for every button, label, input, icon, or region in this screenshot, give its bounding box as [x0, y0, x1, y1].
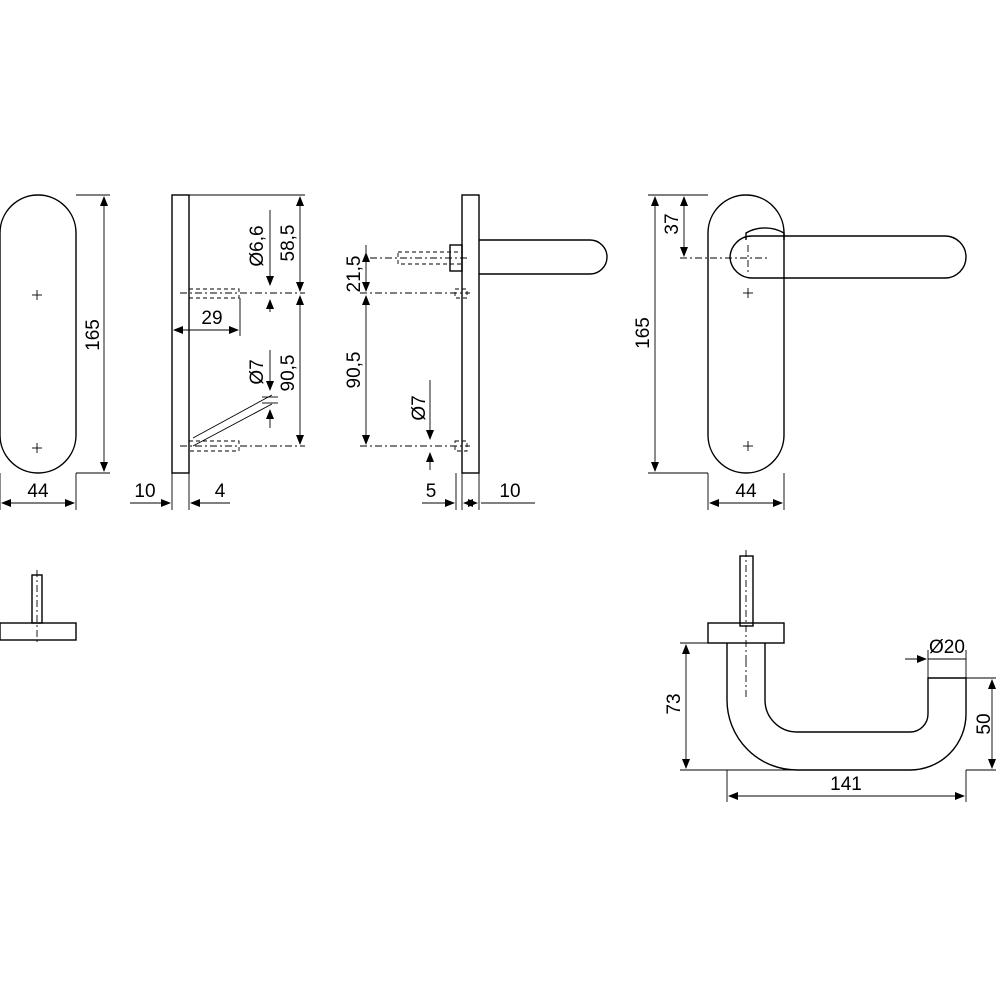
front-plate-outline [0, 194, 77, 474]
handle-spindle [739, 555, 754, 627]
lever-height-label: 165 [633, 317, 654, 349]
lever-stub [479, 239, 608, 275]
spindle-to-cylinder-label: 90,5 [278, 355, 299, 392]
handle-drop-label: 73 [664, 693, 685, 714]
front-height-label: 165 [83, 319, 104, 351]
front-lever-view: 37 165 44 [633, 194, 967, 510]
side-thickness-label: 10 [499, 481, 520, 502]
side-offset-label: 5 [426, 481, 437, 502]
side-plate-outline [171, 194, 190, 474]
handle-projection-label: 50 [974, 713, 995, 734]
upper-screw [188, 288, 240, 299]
handle-top-view: Ø20 73 50 141 [664, 550, 996, 802]
upper-diameter-label: Ø6,6 [247, 225, 268, 266]
lever-width-label: 44 [735, 481, 757, 502]
upper-screw-mark [32, 290, 42, 300]
lever-top-label: 37 [662, 213, 683, 234]
side-middle-label: 90,5 [344, 352, 365, 389]
lower-diameter-label: Ø7 [247, 359, 268, 384]
front-width-label: 44 [27, 481, 49, 502]
handle-outline [726, 643, 967, 771]
handle-length-label: 141 [830, 774, 862, 795]
side-diameter-label: Ø7 [409, 395, 430, 420]
spindle-offset-label: 4 [215, 481, 226, 502]
top-to-spindle-label: 58,5 [278, 225, 299, 262]
plate-top-outline [0, 622, 77, 641]
front-plate-view: 165 44 [0, 194, 110, 510]
screw-projection-label: 29 [201, 308, 222, 329]
side-lever-view: 21,5 90,5 Ø7 5 10 [344, 194, 608, 510]
handle-diameter-label: Ø20 [929, 637, 965, 658]
lever-handle [729, 235, 967, 279]
plate-top-view [0, 570, 77, 645]
front-lever-plate [707, 194, 785, 474]
side-plate-view: 58,5 Ø6,6 90,5 Ø7 29 10 4 [130, 194, 305, 510]
plate-thickness-label: 10 [134, 481, 155, 502]
lower-screw [188, 440, 240, 452]
side-upper-label: 21,5 [344, 256, 365, 293]
lower-screw-mark [32, 443, 42, 453]
side-lever-plate [461, 194, 480, 474]
